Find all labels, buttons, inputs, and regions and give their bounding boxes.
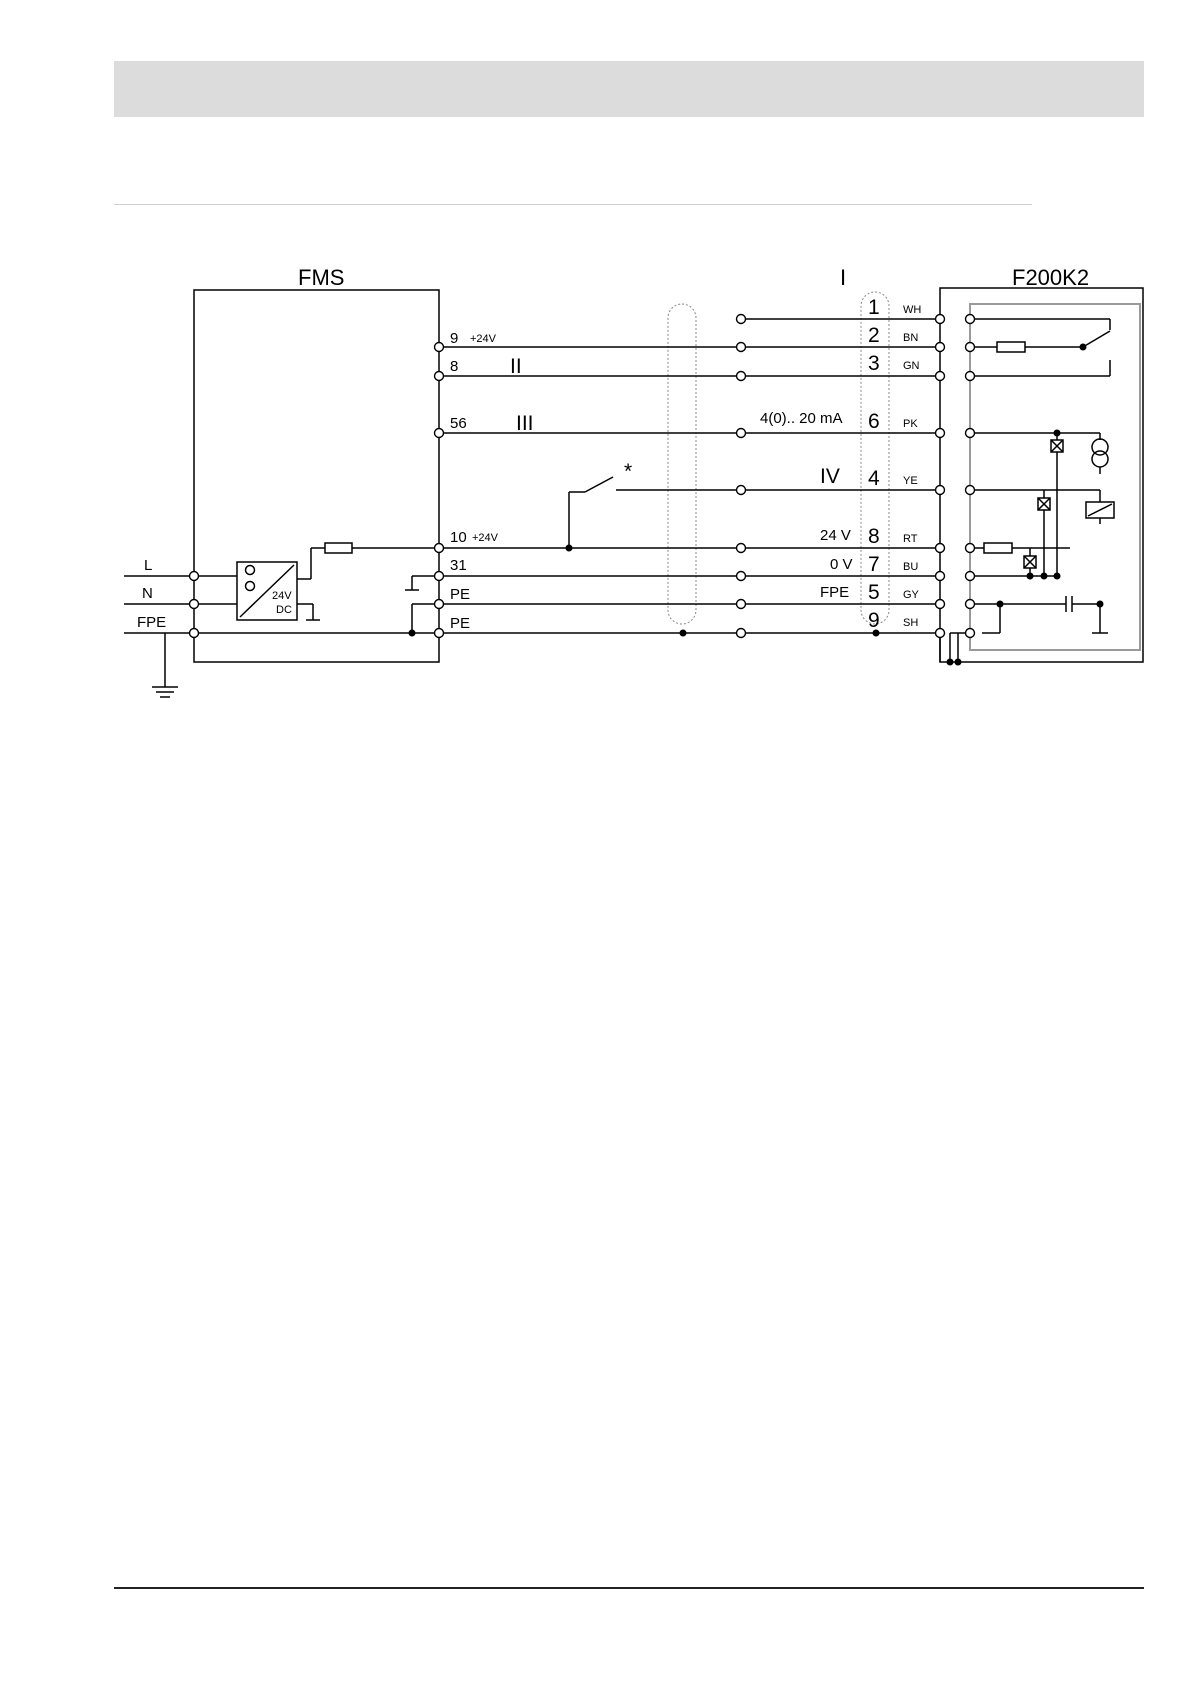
color-bu: BU [903,561,918,573]
fms-title: FMS [298,265,344,290]
color-bn: BN [903,332,918,344]
pin-1: 1 [868,296,880,319]
fms-terminal-56: 56 [450,415,467,432]
fms-terminal-10: 10 [450,529,467,546]
device-box-inner [970,304,1140,650]
pin-6: 6 [868,410,880,433]
fms-fuse [325,543,352,553]
switch-star: * [624,460,632,483]
mains-fpe: FPE [137,614,166,631]
label-iv: IV [820,465,840,488]
fms-box [194,290,439,662]
mains-n: N [142,585,153,602]
fms-terminal-31: 31 [450,557,467,574]
color-ye: YE [903,475,918,487]
device-fuse-bn [997,342,1025,352]
device-title: F200K2 [1012,265,1089,290]
psu-type: DC [276,604,292,616]
pin-5: 5 [868,581,880,604]
color-gn: GN [903,360,920,372]
signal-24v: 24 V [820,527,851,544]
pin-4: 4 [868,467,880,490]
pin-3: 3 [868,352,880,375]
color-gy: GY [903,589,920,601]
fms-terminal-8: 8 [450,358,458,375]
signal-ma: 4(0).. 20 mA [760,410,843,427]
label-iii: III [516,412,534,435]
color-pk: PK [903,418,918,430]
signal-fpe: FPE [820,584,849,601]
cable-label: I [840,265,846,290]
mains-l: L [144,557,152,574]
color-sh: SH [903,617,918,629]
color-rt: RT [903,533,918,545]
fms-terminal-9-volt: +24V [470,333,497,345]
fms-terminal-9: 9 [450,330,458,347]
pin-7: 7 [868,553,880,576]
fms-terminal-pe-1: PE [450,586,470,603]
fms-terminal-pe-2: PE [450,615,470,632]
pin-8: 8 [868,525,880,548]
label-ii: II [510,355,522,378]
signal-0v: 0 V [830,556,853,573]
bottom-rule [114,1587,1144,1589]
psu-volt: 24V [272,590,292,602]
pin-2: 2 [868,324,880,347]
device-fuse-rt [984,543,1012,553]
color-wh: WH [903,304,921,316]
fms-terminal-10-volt: +24V [472,532,499,544]
pin-9: 9 [868,609,880,632]
